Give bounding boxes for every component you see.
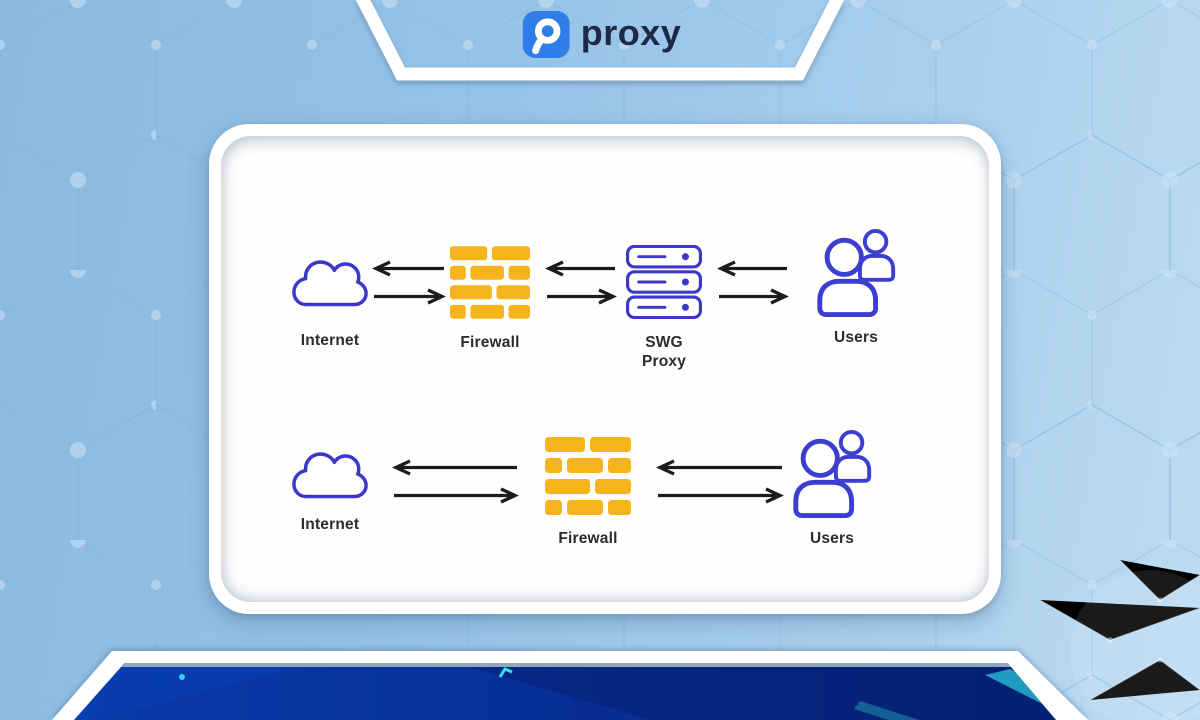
node-users-row2: Users	[787, 428, 877, 548]
arrow-right-icon	[374, 288, 446, 305]
top-banner	[355, 0, 845, 81]
cloud-icon	[292, 260, 368, 307]
footer-banner	[52, 651, 1088, 720]
users-icon	[793, 429, 872, 519]
arrow-left-icon	[392, 459, 517, 476]
node-internet-row2: Internet	[288, 444, 372, 534]
node-label: Users	[833, 329, 879, 346]
arrow-right-icon	[719, 288, 789, 305]
node-label: Firewall	[460, 334, 520, 351]
network-texture	[1039, 559, 1200, 701]
firewall-icon	[545, 437, 631, 515]
node-swg-proxy-row1: SWG Proxy	[622, 244, 706, 371]
node-firewall-row1: Firewall	[447, 246, 533, 352]
node-internet-row1: Internet	[288, 252, 372, 350]
cloud-icon	[292, 452, 368, 499]
node-firewall-row2: Firewall	[545, 437, 631, 548]
arrow-right-icon	[547, 288, 617, 305]
arrow-right-icon	[394, 487, 519, 504]
node-users-row1: Users	[811, 227, 901, 347]
node-label: Internet	[300, 516, 360, 533]
node-label: SWG Proxy	[641, 334, 687, 370]
proxy-logo-mark-icon	[522, 11, 570, 58]
arrow-left-icon	[545, 260, 615, 277]
diagram-card	[209, 124, 1001, 614]
users-icon	[817, 228, 896, 318]
diagram-card-inner	[221, 136, 989, 602]
node-label: Firewall	[558, 530, 618, 547]
arrow-left-icon	[717, 260, 787, 277]
arrow-right-icon	[658, 487, 784, 504]
brand-wordmark: proxy	[580, 11, 682, 53]
server-stack-icon	[626, 244, 702, 320]
arrow-left-icon	[656, 459, 782, 476]
firewall-icon	[450, 246, 530, 319]
brand-logo: proxy	[522, 11, 682, 58]
node-label: Users	[809, 530, 855, 547]
arrow-left-icon	[372, 260, 444, 277]
node-label: Internet	[300, 332, 360, 349]
